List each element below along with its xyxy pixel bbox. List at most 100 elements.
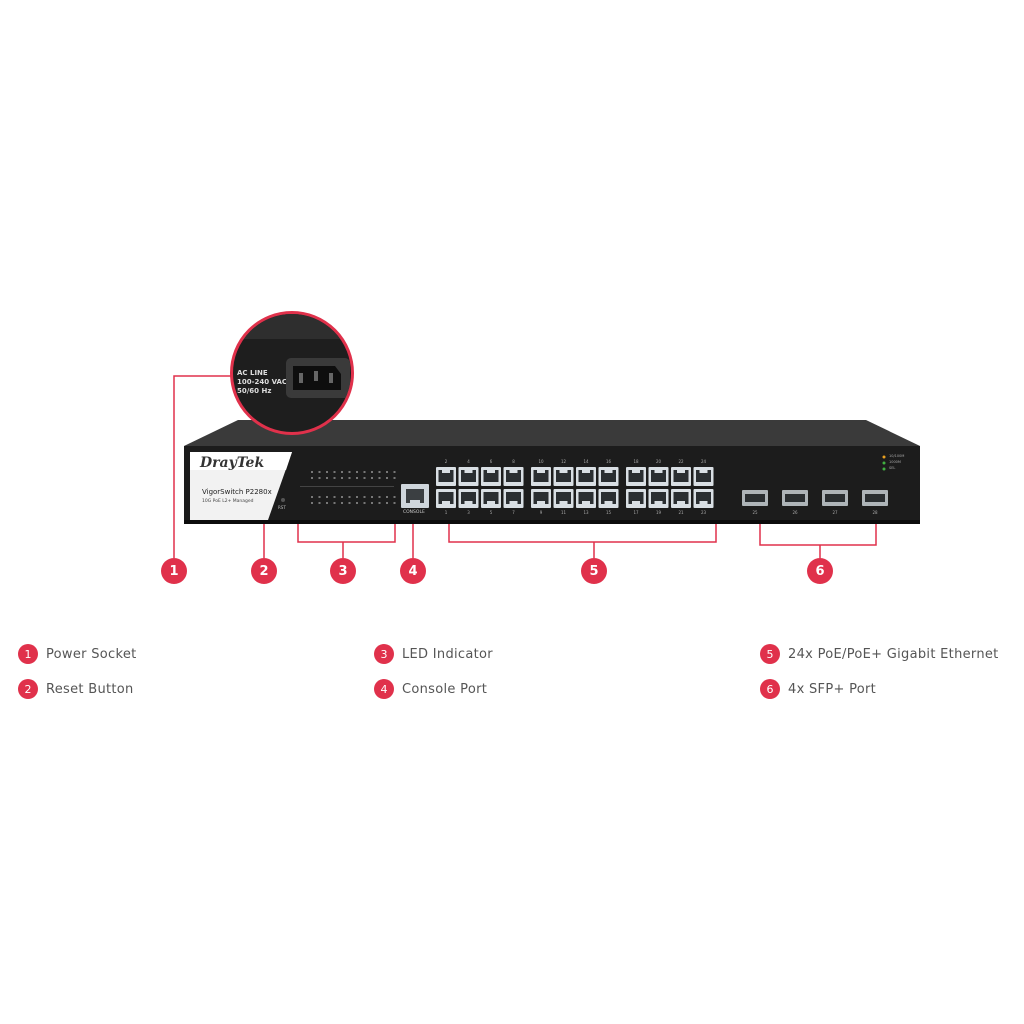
port-number-bottom: 17 [633, 510, 639, 515]
port-number-bottom: 1 [445, 510, 448, 515]
sfp-port-number: 25 [752, 510, 758, 515]
chassis-top [184, 420, 920, 446]
port-number-bottom: 7 [512, 510, 515, 515]
led-dot [356, 496, 358, 498]
port-number-top: 2 [445, 459, 448, 464]
port-number-bottom: 11 [561, 510, 567, 515]
led-dot [363, 471, 366, 473]
power-socket-icon [286, 358, 350, 398]
legend-item-console-port: 4 Console Port [374, 679, 487, 699]
callout-5: 5 [581, 558, 607, 584]
leader-line-6 [759, 522, 877, 546]
legend-number: 4 [374, 679, 394, 699]
port-number-bottom: 19 [656, 510, 662, 515]
led-dot [333, 477, 336, 479]
led-dot [363, 477, 366, 479]
led-dot [326, 471, 328, 473]
rj45-port-top [671, 467, 691, 486]
port-number-bottom: 3 [467, 510, 470, 515]
legend-label: Reset Button [46, 681, 134, 697]
led-dot [393, 496, 396, 498]
voltage-label: 100-240 VAC [237, 378, 288, 386]
port-number-bottom: 9 [540, 510, 543, 515]
sfp-port-number: 28 [872, 510, 878, 515]
rj45-port-bottom [458, 489, 479, 508]
port-number-bottom: 21 [678, 510, 684, 515]
led-dot [378, 496, 381, 498]
led-dot [318, 496, 321, 498]
led-dot [378, 502, 381, 504]
rj45-port-top [598, 467, 619, 486]
led-dot [341, 471, 343, 473]
rj45-port-bottom [436, 489, 456, 508]
port-number-bottom: 5 [490, 510, 493, 515]
legend-label: Power Socket [46, 646, 137, 662]
led-dot [341, 477, 343, 479]
legend-label: 4x SFP+ Port [788, 681, 877, 697]
model-name: VigorSwitch P2280x [202, 488, 272, 496]
port-number-top: 16 [606, 459, 612, 464]
reset-hole [281, 498, 285, 502]
led-dot [348, 496, 351, 498]
rj45-port-bottom [503, 489, 524, 508]
leader-line-3 [297, 522, 396, 543]
port-number-bottom: 13 [583, 510, 589, 515]
led-dot [311, 502, 313, 504]
sfp-port [782, 490, 808, 506]
rj45-port-bottom [693, 489, 714, 508]
rj45-port-bottom [626, 489, 646, 508]
port-number-top: 4 [467, 459, 470, 464]
sfp-port [742, 490, 768, 506]
port-number-top: 22 [678, 459, 684, 464]
led-dot [356, 502, 358, 504]
led-dot [386, 496, 388, 498]
leader-line-1 [173, 375, 236, 558]
led-dot [371, 496, 373, 498]
legend-label: LED Indicator [402, 646, 493, 662]
port-number-top: 6 [490, 459, 493, 464]
port-number-top: 20 [656, 459, 662, 464]
rj45-port-top [531, 467, 551, 486]
led-dot [341, 502, 343, 504]
rj45-port-top [481, 467, 501, 486]
led-dot [371, 502, 373, 504]
led-dot [393, 471, 396, 473]
led-divider [300, 486, 394, 487]
legend-label: 24x PoE/PoE+ Gigabit Ethernet [788, 646, 999, 662]
rj45-port-top [436, 467, 456, 486]
rj45-port-top [458, 467, 479, 486]
legend-item-reset-button: 2 Reset Button [18, 679, 134, 699]
port-number-bottom: 23 [701, 510, 707, 515]
sfp-port-block [742, 490, 888, 506]
rj45-port-block [436, 467, 714, 508]
led-dot [311, 496, 313, 498]
rj45-port-top [503, 467, 524, 486]
rj45-port-top [576, 467, 596, 486]
led-dot [356, 477, 358, 479]
led-dot [363, 496, 366, 498]
callout-4: 4 [400, 558, 426, 584]
ac-line-label: AC LINE [237, 369, 268, 377]
led-dot [333, 502, 336, 504]
port-number-top: 24 [701, 459, 707, 464]
frequency-label: 50/60 Hz [237, 387, 272, 395]
console-label: CONSOLE [403, 510, 425, 515]
led-dot [386, 502, 388, 504]
status-led-label-2: 1000M [889, 460, 901, 464]
led-dot [348, 502, 351, 504]
reset-label: RST [278, 505, 286, 510]
led-dot [311, 477, 313, 479]
rj45-port-bottom [481, 489, 501, 508]
led-dot [371, 477, 373, 479]
legend-item-sfp-port: 6 4x SFP+ Port [760, 679, 876, 699]
status-led-label-3: SEL [889, 466, 896, 470]
rj45-port-bottom [598, 489, 619, 508]
led-dot [393, 502, 396, 504]
port-number-top: 12 [561, 459, 567, 464]
led-dot [378, 471, 381, 473]
rj45-port-bottom [648, 489, 669, 508]
